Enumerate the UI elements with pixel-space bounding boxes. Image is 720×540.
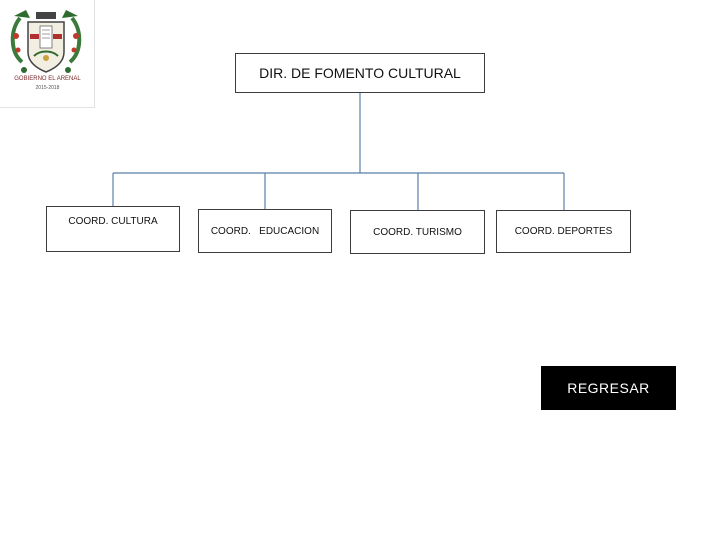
logo-text-main: GOBIERNO EL ARENAL — [14, 76, 81, 82]
coord-deportes-box: COORD. DEPORTES — [496, 210, 631, 253]
coord-cultura-box: COORD. CULTURA — [46, 206, 180, 252]
director-box: DIR. DE FOMENTO CULTURAL — [235, 53, 485, 93]
back-button[interactable]: REGRESAR — [541, 366, 676, 410]
coord-turismo-box: COORD. TURISMO — [350, 210, 485, 254]
coord-educacion-box: COORD. EDUCACION — [198, 209, 332, 253]
municipal-logo: GOBIERNO EL ARENAL 2015-2018 — [0, 0, 95, 108]
coat-of-arms-icon — [10, 10, 82, 73]
logo-text-years: 2015-2018 — [35, 85, 60, 91]
